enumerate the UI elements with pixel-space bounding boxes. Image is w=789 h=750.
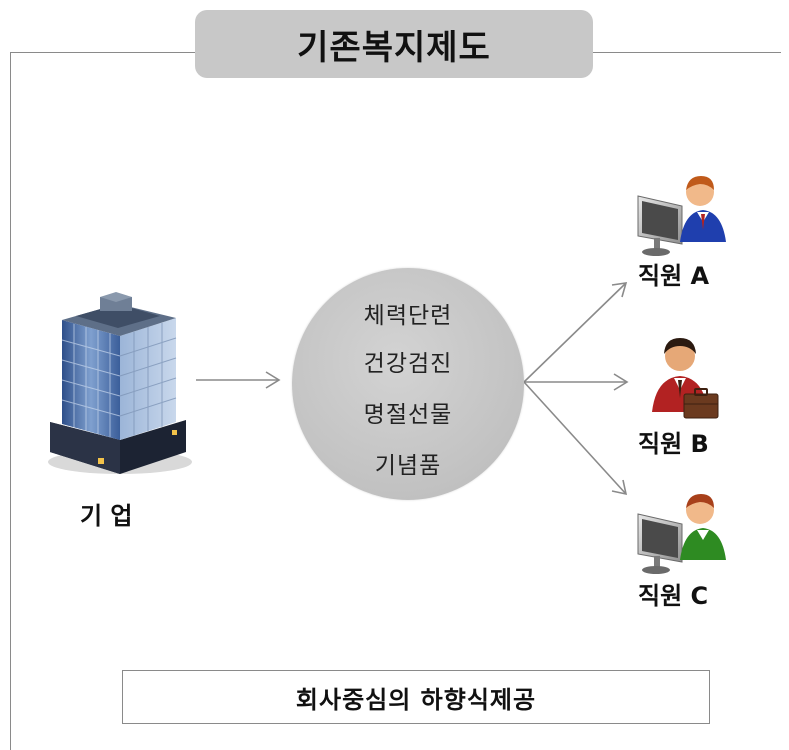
arrow-benefits-to-employee-c <box>523 381 628 496</box>
company-label: 기 업 <box>80 502 133 530</box>
benefits-circle <box>292 268 524 500</box>
arrow-company-to-benefits <box>196 371 281 389</box>
arrow-benefits-to-employee-b <box>524 373 629 391</box>
benefit-item: 기념품 <box>374 453 442 479</box>
employee-b-icon <box>652 338 719 419</box>
employee-c-icon <box>637 494 726 574</box>
benefit-item: 건강검진 <box>363 351 453 377</box>
benefit-item: 체력단련 <box>363 303 453 329</box>
frame-left-line <box>10 52 11 750</box>
arrow-benefits-to-employee-a <box>523 282 628 383</box>
benefit-item: 명절선물 <box>363 402 453 428</box>
diagram-title: 기존복지제도 <box>195 10 593 78</box>
office-building-icon <box>48 292 192 474</box>
employee-b-label: 직원 B <box>638 430 709 458</box>
frame-top-right-line <box>592 52 781 53</box>
footer-caption: 회사중심의 하향식제공 <box>122 670 710 724</box>
employee-a-label: 직원 A <box>638 262 710 290</box>
employee-a-icon <box>637 176 726 256</box>
frame-top-left-line <box>10 52 196 53</box>
employee-c-label: 직원 C <box>638 582 709 610</box>
